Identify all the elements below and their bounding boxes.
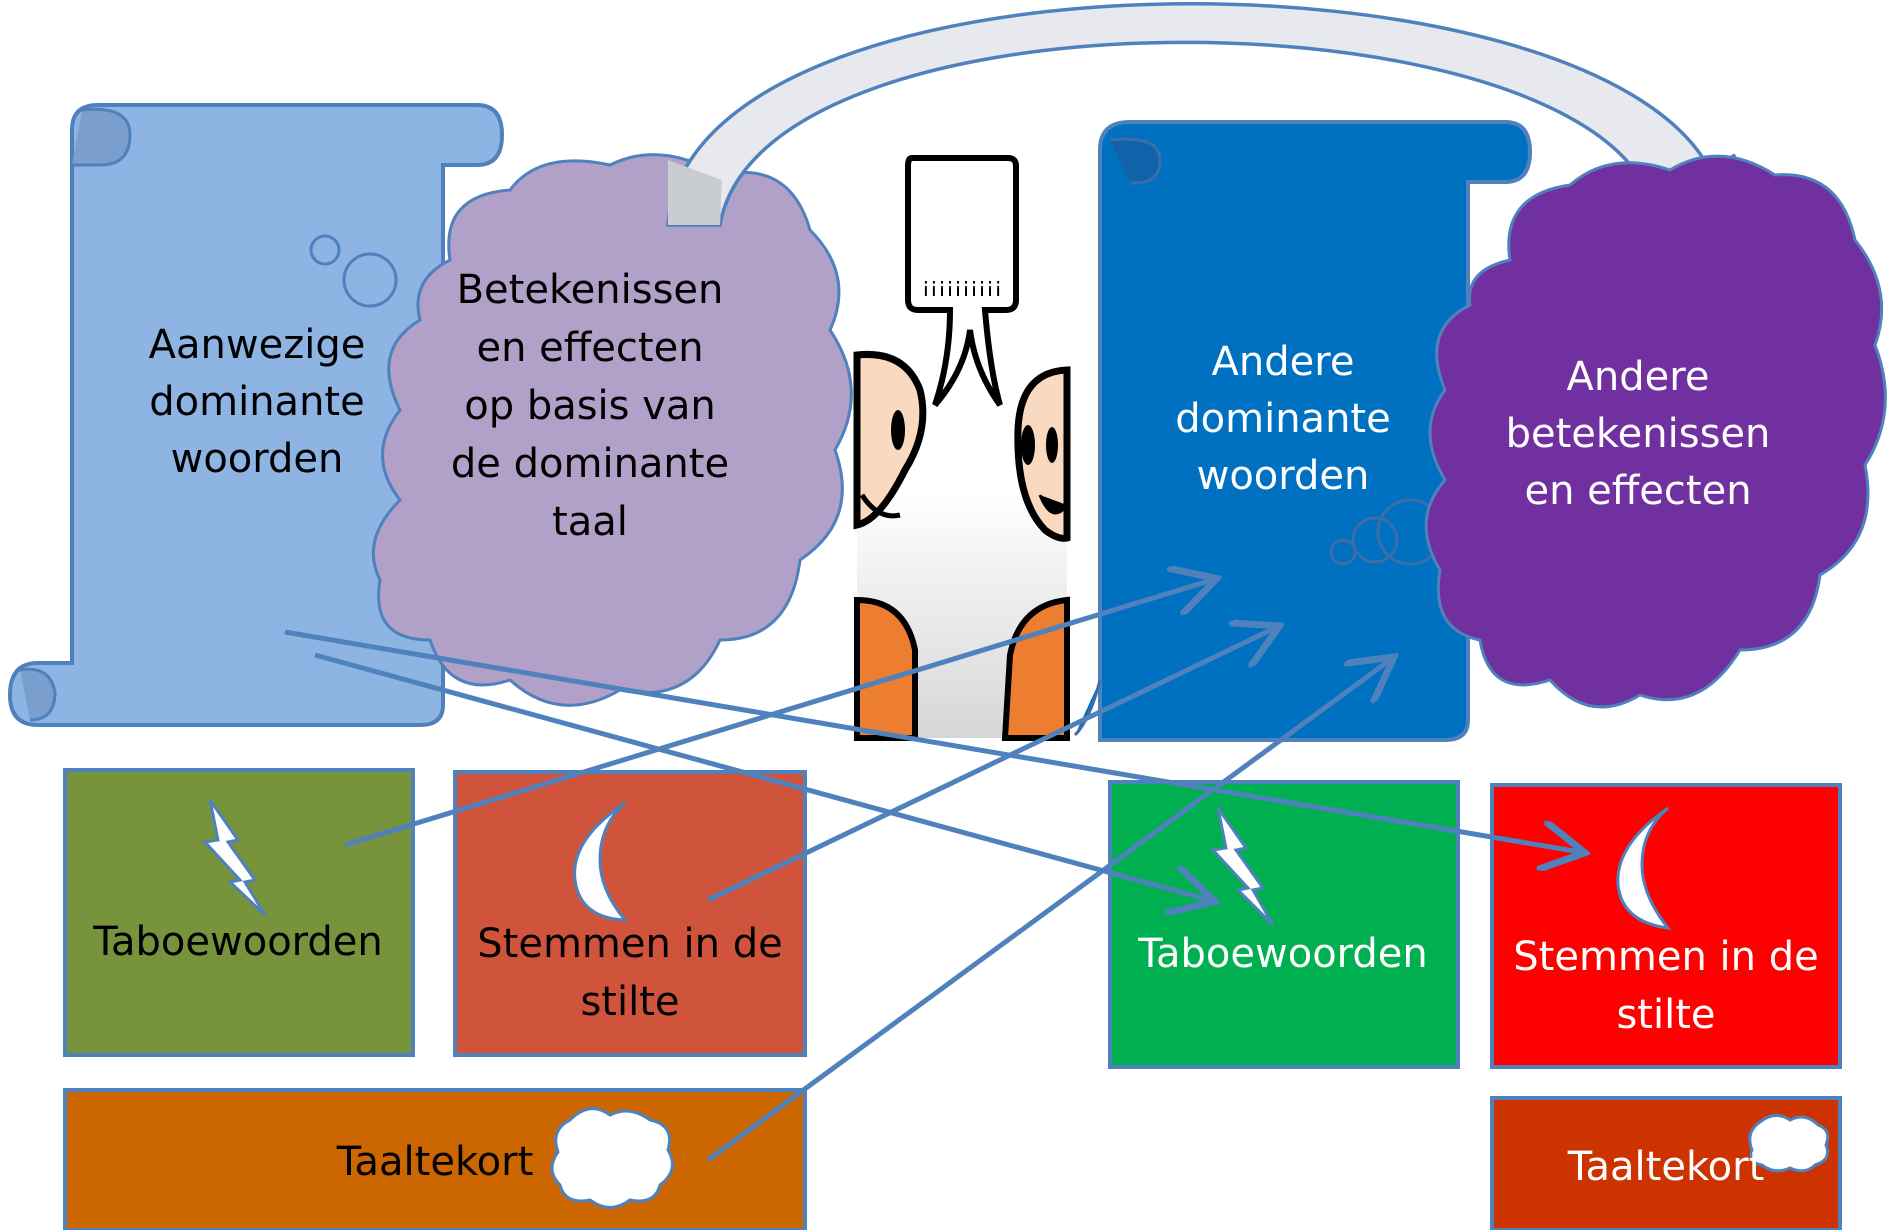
lightning-icon bbox=[201, 799, 267, 917]
arrow-words-to-right-voices bbox=[284, 629, 1580, 852]
left-taboo-label: Taboewoorden bbox=[92, 919, 383, 965]
right-taboo-box bbox=[1108, 780, 1460, 1069]
left-taboo-box bbox=[63, 768, 415, 1057]
left-shortage-box bbox=[63, 1088, 807, 1230]
cloud-icon bbox=[1748, 1114, 1830, 1173]
left-voices-box bbox=[453, 770, 807, 1057]
moon-icon bbox=[1616, 806, 1672, 930]
cloud-icon bbox=[550, 1107, 674, 1209]
connector-arrows bbox=[284, 580, 1580, 1163]
svg-text:¡¡¡¡¡¡¡¡¡¡: ¡¡¡¡¡¡¡¡¡¡ bbox=[922, 273, 1002, 297]
talking-people-icon: ¡¡¡¡¡¡¡¡¡¡ bbox=[853, 118, 1071, 741]
left-cloud bbox=[371, 153, 853, 707]
right-cloud bbox=[1424, 154, 1887, 709]
arrow-taboo-to-right-scroll bbox=[344, 580, 1212, 848]
arrow-shortage-to-right-scroll bbox=[706, 660, 1390, 1163]
lightning-icon bbox=[1209, 807, 1275, 927]
left-shortage-label: Taaltekort bbox=[336, 1139, 534, 1185]
arrow-words-to-right-taboo bbox=[314, 652, 1210, 900]
right-shortage-label: Taaltekort bbox=[1567, 1144, 1765, 1190]
arrow-voices-to-right-scroll bbox=[706, 628, 1275, 903]
right-shortage-box bbox=[1490, 1096, 1842, 1230]
right-taboo-label: Taboewoorden bbox=[1137, 931, 1428, 977]
moon-icon bbox=[573, 801, 629, 922]
